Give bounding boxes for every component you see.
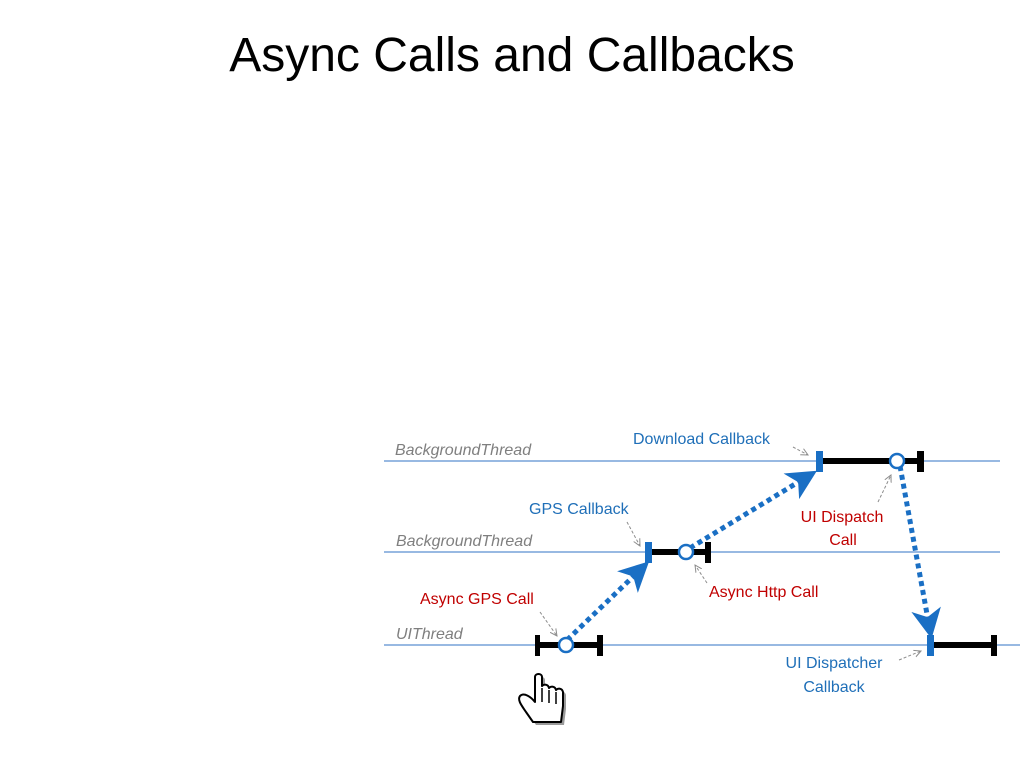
pointer-gps-callback <box>626 521 640 546</box>
ui-dispatcher-callback-label-line2: Callback <box>803 679 865 696</box>
pointer-download-callback <box>792 446 808 455</box>
ui-thread-label: UIThread <box>396 626 464 643</box>
download-callback-label: Download Callback <box>633 431 771 448</box>
flow-arrow-gps-call <box>565 561 650 642</box>
flow-arrow-http-call <box>688 470 817 551</box>
background-thread-1-execution-bar <box>816 451 924 472</box>
async-http-call-label: Async Http Call <box>709 584 818 601</box>
ui-dispatcher-callback-label-line1: UI Dispatcher <box>786 655 884 672</box>
async-http-call-point <box>677 543 695 561</box>
slide-title: Async Calls and Callbacks <box>229 29 795 82</box>
ui-thread-execution-bar-2 <box>927 635 997 656</box>
async-gps-call-label: Async GPS Call <box>420 591 534 608</box>
pointer-async-gps-call <box>539 611 557 636</box>
background-thread-1-label: BackgroundThread <box>395 442 532 459</box>
pointer-ui-dispatch-call <box>877 475 891 503</box>
background-thread-2-label: BackgroundThread <box>396 533 533 550</box>
pointer-ui-dispatcher-callback <box>898 651 921 661</box>
gps-callback-label: GPS Callback <box>529 501 630 518</box>
async-gps-call-point <box>557 636 575 654</box>
ui-dispatch-call-label-line2: Call <box>829 532 857 549</box>
hand-pointer-icon <box>518 673 566 725</box>
ui-dispatch-call-point <box>888 452 906 470</box>
ui-dispatch-call-label-line1: UI Dispatch <box>801 509 884 526</box>
pointer-async-http-call <box>695 565 708 584</box>
flow-arrow-ui-dispatch <box>897 465 941 639</box>
